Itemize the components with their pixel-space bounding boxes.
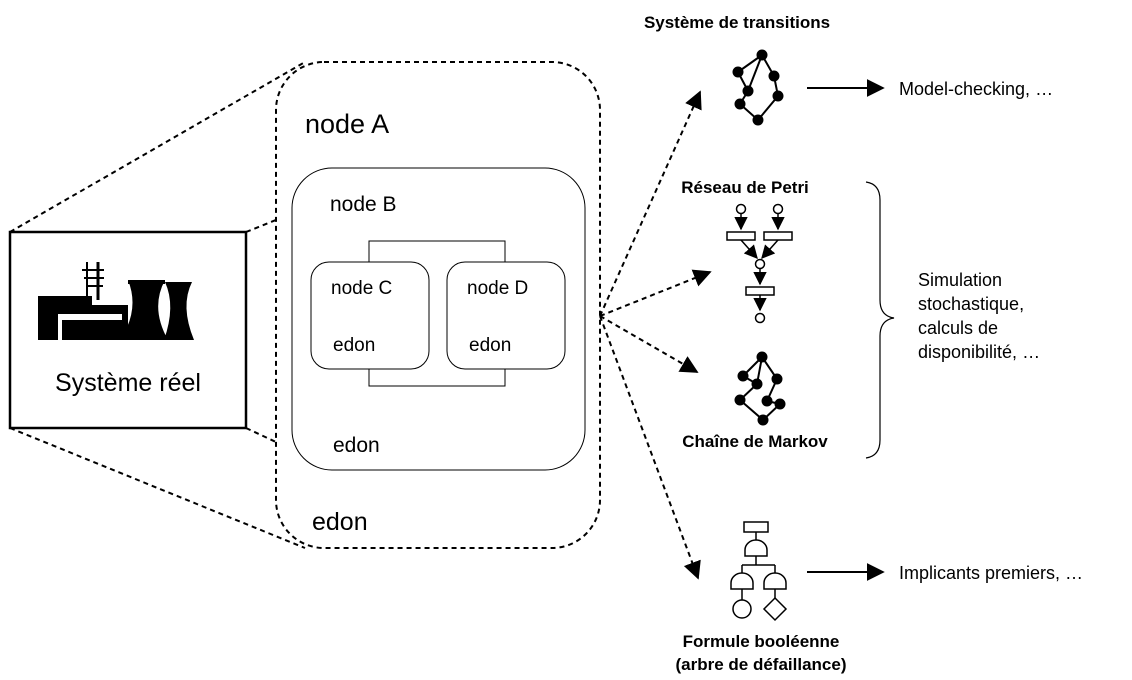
node-a-title: node A	[305, 109, 389, 139]
power-plant-icon	[38, 262, 194, 340]
node-b-footer: edon	[333, 434, 380, 457]
node-c-title: node C	[331, 278, 392, 299]
transition-graph-icon	[732, 49, 784, 126]
boolean-result: Implicants premiers, …	[899, 563, 1083, 583]
petri-net: Réseau de Petri	[681, 178, 809, 324]
stochastic-group: Simulation stochastique, calculs de disp…	[865, 181, 1040, 459]
fault-tree-icon	[730, 521, 788, 622]
petri-net-title: Réseau de Petri	[681, 178, 809, 197]
real-system-box: Système réel	[8, 230, 248, 430]
curly-brace	[865, 181, 895, 459]
transition-system-title: Système de transitions	[644, 13, 830, 32]
arrow-to-markov-chain	[599, 315, 699, 373]
node-c-footer: edon	[333, 335, 375, 356]
node-d-footer: edon	[469, 335, 511, 356]
node-d-title: node D	[467, 278, 528, 299]
boolean-formula-title-line-2: (arbre de défaillance)	[675, 655, 846, 674]
transition-result: Model-checking, …	[899, 79, 1053, 99]
arrow-to-boolean-formula	[599, 315, 701, 580]
arrow-to-petri-net	[599, 269, 712, 317]
markov-chain: Chaîne de Markov	[682, 351, 828, 451]
node-d: node D edon	[446, 261, 566, 370]
stochastic-result-line-2: stochastique,	[918, 294, 1024, 314]
c-d-connectors	[368, 240, 506, 387]
stochastic-result-line-4: disponibilité, …	[918, 342, 1040, 362]
petri-net-icon	[726, 203, 793, 324]
stochastic-result-line-3: calculs de	[918, 318, 998, 338]
stochastic-result-line-1: Simulation	[918, 270, 1002, 290]
node-c: node C edon	[310, 261, 430, 370]
node-b: node B edon	[291, 167, 586, 471]
node-b-title: node B	[330, 193, 397, 216]
compile-arrows	[599, 90, 712, 580]
transition-system: Système de transitions Model-checking, …	[644, 13, 1053, 126]
markov-chain-title: Chaîne de Markov	[682, 432, 828, 451]
zoom-lines	[9, 61, 306, 549]
node-a-footer: edon	[312, 508, 368, 536]
markov-graph-icon	[734, 351, 786, 426]
node-a: node A edon	[275, 61, 601, 549]
boolean-formula: Implicants premiers, … Formule booléenne…	[675, 521, 1083, 674]
boolean-formula-title-line-1: Formule booléenne	[683, 632, 840, 651]
real-system-label: Système réel	[55, 369, 201, 397]
arrow-to-transition-system	[599, 90, 702, 317]
